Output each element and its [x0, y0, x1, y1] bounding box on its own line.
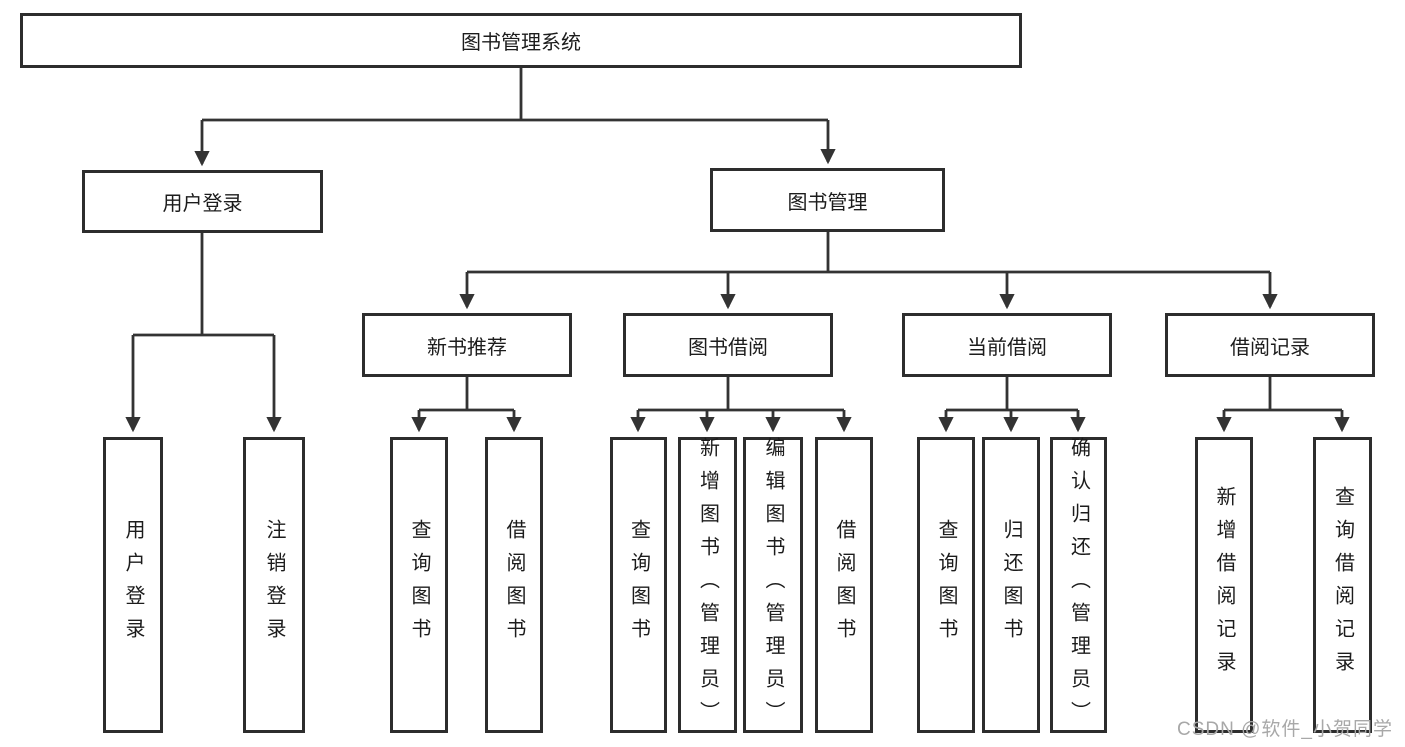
node-root-label: 图书管理系统 [461, 32, 581, 54]
leaf-return-books-label: 归还图书 [1000, 519, 1022, 651]
node-user-login-label: 用户登录 [162, 193, 243, 215]
node-borrow-records-label: 借阅记录 [1230, 336, 1310, 359]
leaf-add-borrow-record-label: 新增借阅记录 [1213, 486, 1235, 684]
leaf-query-borrow-record: 查询借阅记录 [1313, 437, 1372, 733]
node-book-mgmt: 图书管理 [710, 168, 945, 232]
leaf-user-login-label: 用户登录 [122, 519, 144, 651]
leaf-user-login: 用户登录 [103, 437, 163, 733]
node-current-borrow-label: 当前借阅 [967, 336, 1047, 359]
leaf-confirm-return-admin-label: 确认归还（管理员） [1067, 436, 1090, 734]
node-new-book-recommend-label: 新书推荐 [427, 336, 507, 359]
leaf-confirm-return-admin: 确认归还（管理员） [1050, 436, 1107, 734]
leaf-query-books-current: 查询图书 [917, 437, 975, 733]
node-root: 图书管理系统 [20, 13, 1022, 68]
leaf-add-book-admin: 新增图书（管理员） [678, 436, 737, 734]
csdn-watermark: CSDN @软件_小贺同学 [1177, 719, 1393, 740]
leaf-borrow-books-borrow-label: 借阅图书 [833, 519, 855, 651]
leaf-query-books-borrow: 查询图书 [610, 437, 667, 733]
node-book-borrow-label: 图书借阅 [688, 336, 768, 359]
leaf-query-books-current-label: 查询图书 [935, 519, 957, 651]
leaf-edit-book-admin-label: 编辑图书（管理员） [762, 436, 784, 734]
node-current-borrow: 当前借阅 [902, 313, 1112, 377]
leaf-return-books: 归还图书 [982, 437, 1040, 733]
leaf-add-borrow-record: 新增借阅记录 [1195, 437, 1253, 733]
leaf-query-books-borrow-label: 查询图书 [627, 519, 650, 651]
leaf-query-books-recommend: 查询图书 [390, 437, 448, 733]
node-borrow-records: 借阅记录 [1165, 313, 1375, 377]
leaf-logout-label: 注销登录 [263, 519, 285, 651]
node-book-borrow: 图书借阅 [623, 313, 833, 377]
leaf-query-books-recommend-label: 查询图书 [408, 519, 430, 651]
node-user-login: 用户登录 [82, 170, 323, 233]
leaf-logout: 注销登录 [243, 437, 305, 733]
leaf-borrow-books-borrow: 借阅图书 [815, 437, 873, 733]
leaf-borrow-books-recommend: 借阅图书 [485, 437, 543, 733]
leaf-query-borrow-record-label: 查询借阅记录 [1331, 486, 1354, 684]
leaf-borrow-books-recommend-label: 借阅图书 [503, 519, 525, 651]
node-book-mgmt-label: 图书管理 [787, 191, 868, 214]
leaf-edit-book-admin: 编辑图书（管理员） [743, 436, 803, 734]
node-new-book-recommend: 新书推荐 [362, 313, 572, 377]
leaf-add-book-admin-label: 新增图书（管理员） [696, 436, 719, 734]
